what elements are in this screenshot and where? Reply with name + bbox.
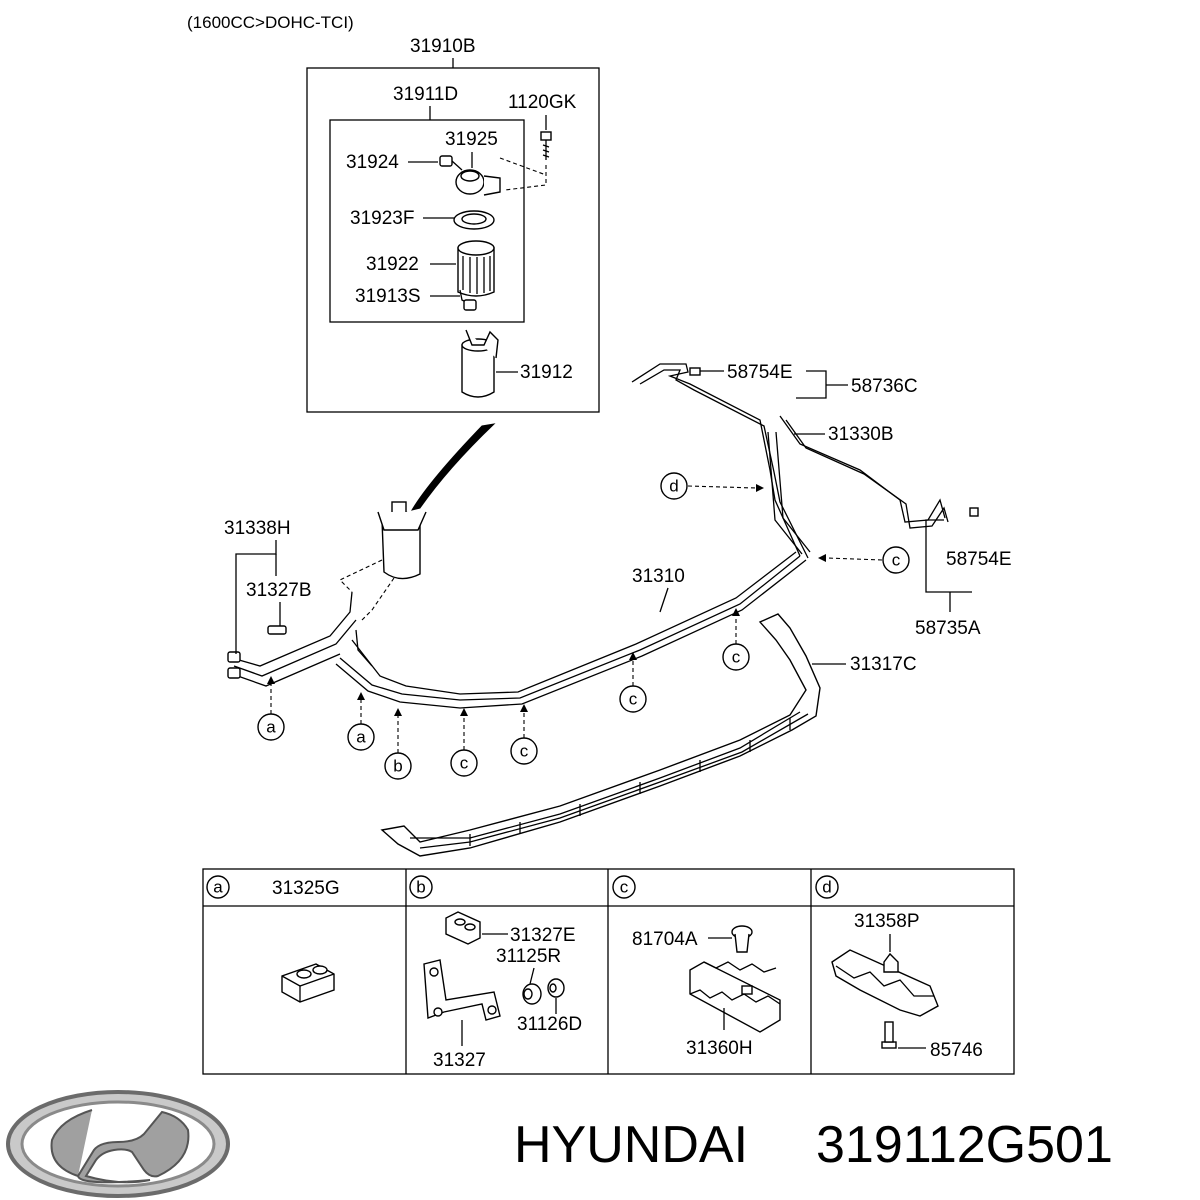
tube-protector-31317C (380, 613, 821, 857)
part-label-1120GK[interactable]: 1120GK (508, 92, 577, 113)
engine-spec-label: (1600CC>DOHC-TCI) (187, 13, 354, 32)
part-label-31925[interactable]: 31925 (445, 129, 498, 150)
callout-c-2-letter: c (520, 742, 529, 761)
table-part-31125R[interactable]: 31125R (496, 946, 561, 967)
clip-58754E-top (689, 367, 701, 376)
filter-bracket-drawing (461, 329, 499, 398)
part-label-31338H[interactable]: 31338H (224, 518, 291, 539)
filter-subassembly-box (329, 119, 525, 323)
callout-d-top-letter: d (669, 477, 678, 496)
callout-c-3-letter: c (629, 690, 638, 709)
part-label-31922[interactable]: 31922 (366, 254, 419, 275)
filter-head-drawing (439, 155, 501, 196)
table-part-31358P[interactable]: 31358P (854, 911, 920, 932)
part-label-58736C[interactable]: 58736C (851, 376, 918, 397)
part-label-31912[interactable]: 31912 (520, 362, 573, 383)
filter-cartridge-drawing (457, 240, 495, 297)
table-cell-a-letter: a (213, 878, 223, 897)
mounted-filter-drawing (377, 501, 427, 580)
bolt-1120GK-drawing (540, 131, 552, 160)
table-part-31327E[interactable]: 31327E (510, 925, 576, 946)
connector-31327B-drawing (267, 625, 287, 635)
callout-a-center-letter: a (356, 728, 366, 747)
tube-upper-right (631, 363, 949, 559)
table-cell-c-letter: c (620, 878, 629, 897)
main-fuel-tube-31310 (231, 551, 807, 709)
table-cell-a-title[interactable]: 31325G (272, 878, 340, 899)
table-part-85746[interactable]: 85746 (930, 1040, 983, 1061)
clip-31358P-drawing (831, 949, 939, 1017)
part-label-31913S[interactable]: 31913S (355, 286, 421, 307)
hyundai-logo-icon (6, 1090, 230, 1198)
pin-85746-drawing (881, 1021, 897, 1049)
table-cell-b-badge (409, 875, 433, 899)
part-label-31910B[interactable]: 31910B (410, 36, 476, 57)
callout-a-left-letter: a (266, 718, 276, 737)
table-part-31360H[interactable]: 31360H (686, 1038, 753, 1059)
clip-31360H-drawing (689, 961, 781, 1033)
brand-name: HYUNDAI (514, 1116, 748, 1174)
callout-c-1-letter: c (460, 754, 469, 773)
callout-c-right[interactable] (882, 546, 910, 574)
callout-c-4-letter: c (732, 648, 741, 667)
part-number: 319112G501 (816, 1116, 1113, 1174)
table-part-81704A[interactable]: 81704A (632, 929, 698, 950)
table-cell-c-badge (612, 875, 636, 899)
clip-31327E-drawing (445, 911, 481, 945)
callout-c-right-letter: c (892, 551, 901, 570)
filter-seal-ring-drawing (453, 210, 495, 230)
hose-end-drawing-1 (227, 651, 241, 663)
part-label-58754E-top[interactable]: 58754E (727, 362, 793, 383)
table-part-31327[interactable]: 31327 (433, 1050, 486, 1071)
table-cell-d-letter: d (822, 878, 831, 897)
hose-end-drawing-2 (227, 667, 241, 679)
clip-31325G-drawing (281, 963, 335, 1003)
callout-d-top[interactable] (660, 472, 688, 500)
part-label-31317C[interactable]: 31317C (850, 654, 917, 675)
part-label-58754E-right[interactable]: 58754E (946, 549, 1012, 570)
table-cell-a-badge (206, 875, 230, 899)
table-part-31126D[interactable]: 31126D (517, 1014, 582, 1035)
table-cell-b-letter: b (416, 878, 425, 897)
bracket-31327-drawing (423, 959, 501, 1021)
water-sensor-drawing (459, 289, 477, 311)
filter-assembly-box (306, 67, 600, 413)
part-label-31923F[interactable]: 31923F (350, 208, 414, 229)
nut-31126D-drawing (547, 978, 565, 998)
clip-58754E-right (969, 507, 979, 517)
part-label-31310[interactable]: 31310 (632, 566, 685, 587)
part-label-31911D[interactable]: 31911D (393, 84, 458, 105)
clip-detail-table (202, 868, 1015, 1075)
grommet-31125R-drawing (522, 983, 542, 1005)
pointer-arrow (410, 423, 496, 511)
part-label-58735A[interactable]: 58735A (915, 618, 981, 639)
part-label-31330B[interactable]: 31330B (828, 424, 894, 445)
callout-b-letter: b (393, 757, 402, 776)
clip-81704A-drawing (731, 925, 753, 953)
table-cell-d-badge (815, 875, 839, 899)
part-label-31924[interactable]: 31924 (346, 152, 399, 173)
part-label-31327B[interactable]: 31327B (246, 580, 312, 601)
